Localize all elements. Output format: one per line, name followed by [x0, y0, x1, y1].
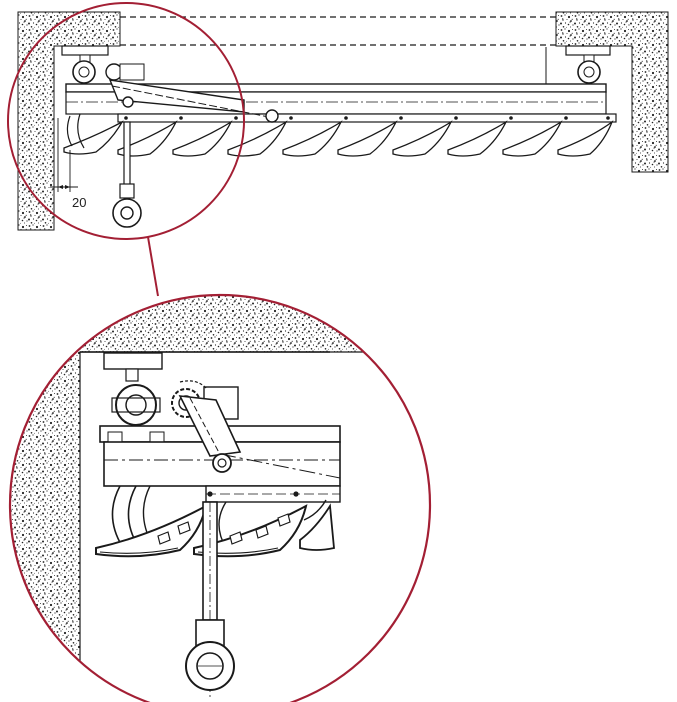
- dimension-20: 20: [50, 118, 86, 210]
- callout-circle-large: [8, 293, 432, 702]
- detail-view: [10, 295, 430, 702]
- left-wall-concrete: [17, 11, 121, 231]
- detail-blade-1: [95, 504, 208, 558]
- hanging-rod: [123, 121, 131, 187]
- dimension-label: 20: [72, 195, 86, 210]
- overview-assembly: 20: [17, 11, 669, 231]
- callout-leader: [147, 236, 159, 297]
- blade-pivots: [124, 116, 610, 120]
- right-wall-concrete: [555, 11, 669, 173]
- left-mount-plate: [61, 45, 109, 56]
- louvre-blades: [63, 120, 614, 157]
- detail-blade-2: [193, 504, 308, 558]
- detail-eyelet-body: [195, 619, 225, 647]
- callout-circle-small: [7, 2, 245, 240]
- right-mount-plate: [565, 45, 611, 56]
- detail-drive-arm: [178, 395, 242, 457]
